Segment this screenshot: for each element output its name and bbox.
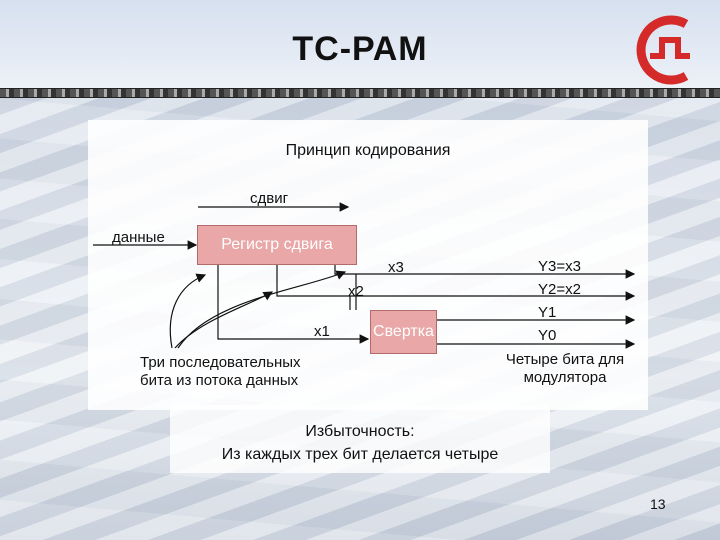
four-bits-label-line1: Четыре бита для [505,351,625,368]
three-bits-label-line2: бита из потока данных [140,372,299,389]
x2-label: x2 [348,283,364,300]
shift-label: сдвиг [250,190,289,207]
y2-label: Y2=x2 [538,281,581,298]
data-label: данные [112,229,165,246]
x1-line [217,265,370,344]
content-panel [88,120,648,410]
company-logo [636,15,690,85]
y3-label: Y3=x3 [538,258,581,275]
four-bits-label-line2: модулятора [523,369,607,386]
x3-label: x3 [388,259,404,276]
three-bits-label-line1: Три последовательных [140,354,301,371]
x3-line [334,265,636,279]
diagram-heading: Принцип кодирования [285,142,451,159]
x1-label: x1 [314,323,330,340]
y1-label: Y1 [538,304,557,321]
redundancy-caption: Избыточность: [305,423,415,440]
rope-divider [0,88,720,98]
page-number: 13 [650,496,666,512]
shift-register-block: Регистр сдвига [197,225,357,265]
convolution-block: Свертка [370,310,437,354]
curve-arrow-1 [169,273,207,349]
slide-title: ТС-РАМ [292,30,428,68]
redundancy-description: Из каждых трех бит делается четыре [221,446,499,463]
x2-line [276,265,636,301]
curve-arrow-3 [177,270,347,349]
header-band [0,0,720,92]
y0-label: Y0 [538,327,557,344]
caption-panel [170,405,550,473]
